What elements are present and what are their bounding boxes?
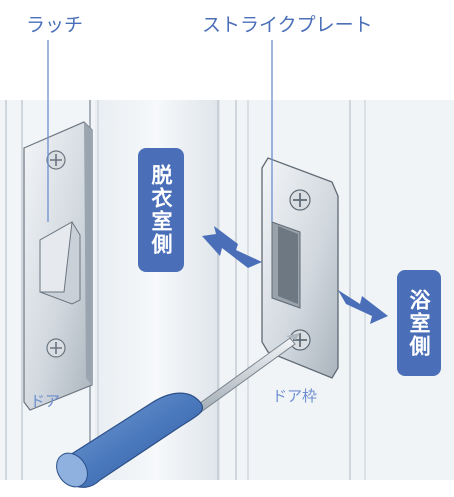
- bathroom-side-badge: 浴室側: [397, 270, 441, 376]
- latch-plate: [23, 121, 93, 411]
- door-label: ドア: [30, 392, 61, 410]
- dressing-room-side-badge: 脱衣室側: [138, 148, 184, 272]
- strike-plate: [261, 157, 339, 379]
- arrow-to-dressing-room: [202, 226, 262, 268]
- strike-plate-label: ストライクプレート: [202, 14, 373, 36]
- screwdriver: [56, 333, 300, 488]
- arrow-to-bathroom: [338, 290, 388, 324]
- door-frame-label: ドア枠: [272, 387, 318, 405]
- latch-label: ラッチ: [26, 14, 84, 36]
